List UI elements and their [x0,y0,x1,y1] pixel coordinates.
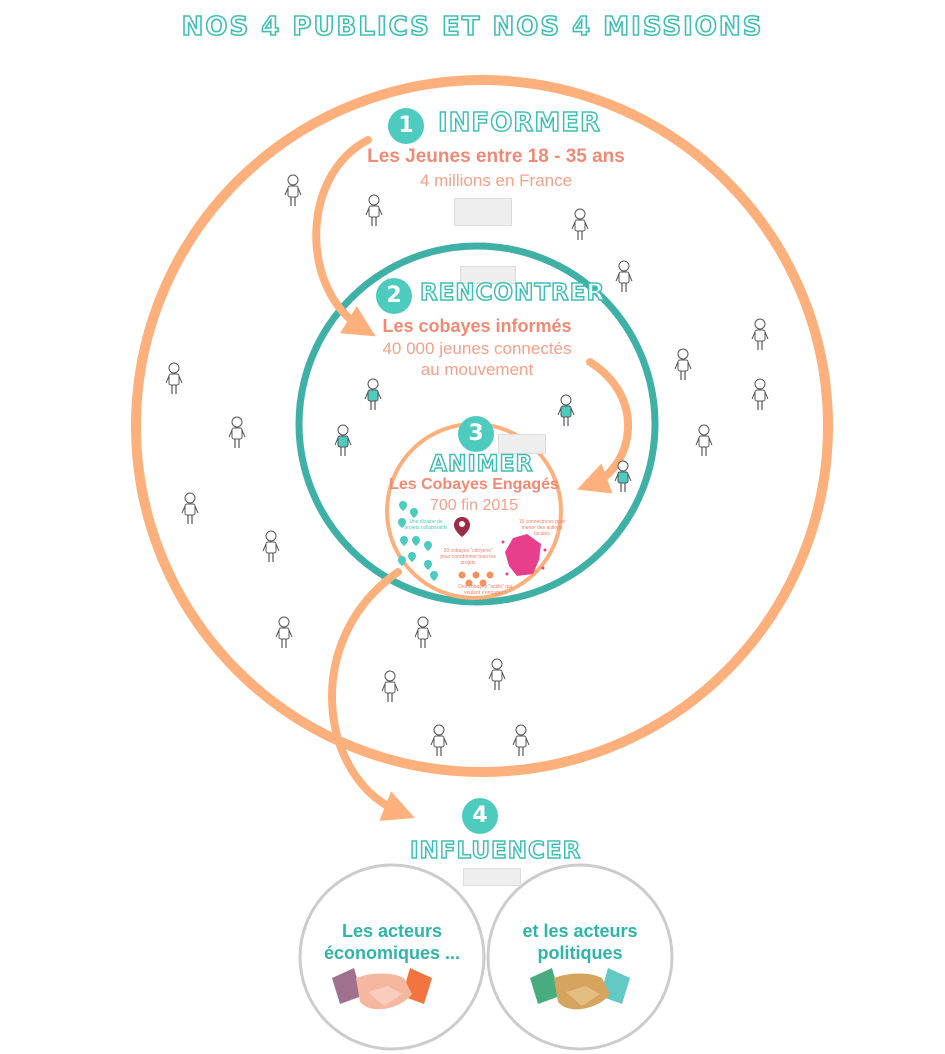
thumbnail-image [454,198,512,226]
rencontrer-circle [295,242,659,606]
map-pin-icon [430,571,438,581]
mission-number-1: 1 [388,108,424,144]
handshake-icon [530,968,630,1010]
arrow-animer-to-influencer [328,568,415,821]
map-pin-icon [398,518,406,528]
teal-pins-group [398,501,438,581]
map-pin-icon [424,541,432,551]
page-title: NOS 4 PUBLICS ET NOS 4 MISSIONS [181,11,764,43]
person-icon [488,658,506,690]
person-icon [614,460,632,492]
person-icon [228,416,246,448]
orange-dots-group [458,571,494,587]
person-icon [262,530,280,562]
map-pin-icon [399,501,407,511]
people-group [165,174,769,756]
thumbnail-image [460,266,516,284]
map-pin-icon [408,552,416,562]
person-icon [615,260,633,292]
small-person-dot [458,571,466,579]
map-pin-icon [410,508,418,518]
mission-name-informer: INFORMER [437,107,601,139]
person-icon [284,174,302,206]
arrow-rencontrer-to-animer [576,358,632,494]
mission-number-3: 3 [458,416,494,452]
small-person-dot [465,579,473,587]
person-icon [571,208,589,240]
thumbnail-image [463,868,521,886]
map-pin-icon [454,517,470,537]
handshake-icon [332,968,432,1010]
detail-informer: 4 millions en France [419,171,573,190]
person-icon [334,424,352,456]
person-icon [674,348,692,380]
arrow-informer-to-rencontrer [312,136,376,337]
person-icon [430,724,448,756]
mission-name-animer: ANIMER [429,451,534,478]
mission-number-2: 2 [376,278,412,314]
person-icon [275,616,293,648]
detail-rencontrer-line1: 40 000 jeunes connectés [382,339,572,358]
person-icon [751,378,769,410]
audience-informer: Les Jeunes entre 18 - 35 ans [367,146,625,167]
small-person-dot [479,579,487,587]
audience-animer: Les Cobayes Engagés [389,476,559,493]
person-icon [751,318,769,350]
map-pin-icon [400,536,408,546]
person-icon [557,394,575,426]
small-person-dot [486,571,494,579]
mission-number-4: 4 [462,798,498,834]
note-citoyens: 20 cobayes "citoyens"pour coordonner tou… [440,548,496,566]
person-icon [364,378,382,410]
person-icon [181,492,199,524]
person-icon [512,724,530,756]
informer-circle [131,75,833,777]
person-icon [381,670,399,702]
small-person-dot [472,571,480,579]
mission-name-influencer: INFLUENCER [409,837,582,865]
detail-animer: 700 fin 2015 [429,497,519,514]
map-pin-icon [424,560,432,570]
person-icon [365,194,383,226]
person-icon [165,362,183,394]
map-pin-icon [412,536,420,546]
person-icon [695,424,713,456]
france-map-icon [501,534,547,576]
detail-rencontrer-line2: au mouvement [420,360,534,379]
thumbnail-image [498,434,546,454]
political-actors-circle [486,863,674,1051]
economic-actors-circle [298,863,486,1051]
person-icon [414,616,432,648]
mission-name-rencontrer: RENCONTRER [419,279,606,307]
map-pin-icon [398,556,406,566]
audience-rencontrer: Les cobayes informés [382,316,572,336]
